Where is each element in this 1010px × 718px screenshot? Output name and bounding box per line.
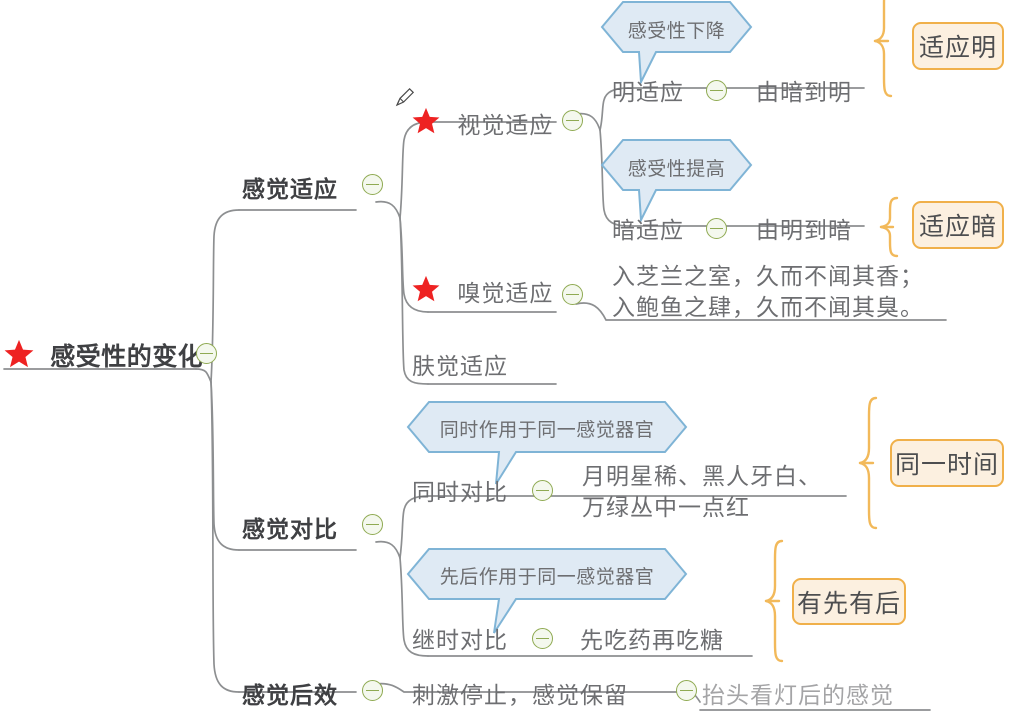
- node-label: 暗适应: [612, 218, 684, 244]
- toggle-visual-adaptation[interactable]: [562, 110, 583, 131]
- detail-label: 由暗到明: [756, 80, 852, 106]
- node-label: 明适应: [612, 80, 684, 106]
- node-label: 感觉后效: [242, 683, 338, 709]
- toggle-light-adaptation[interactable]: [706, 80, 727, 101]
- node-simultaneous-contrast[interactable]: 同时对比: [412, 473, 508, 507]
- light-adaptation-detail: 由暗到明: [756, 73, 852, 107]
- olfactory-example: 入芝兰之室，久而不闻其香； 入鲍鱼之肆，久而不闻其臭。: [612, 262, 924, 324]
- summary-label: 适应明: [918, 33, 997, 62]
- successive-contrast-detail: 先吃药再吃糖: [580, 621, 724, 655]
- summary-box-simultaneous-contrast[interactable]: 同一时间: [890, 439, 1004, 487]
- node-light-adaptation[interactable]: 明适应: [612, 73, 684, 107]
- olfactory-example-line-1: 入芝兰之室，久而不闻其香；: [612, 264, 924, 290]
- after-effect-example[interactable]: 抬头看灯后的感觉: [702, 676, 894, 710]
- node-label: 视觉适应: [457, 113, 554, 139]
- brace-group: [764, 0, 899, 663]
- summary-box-dark-adaptation[interactable]: 适应暗: [912, 201, 1004, 249]
- summary-label: 适应暗: [918, 212, 997, 241]
- red-star-icon: [412, 107, 442, 136]
- pencil-edit-icon[interactable]: [394, 86, 416, 108]
- olfactory-example-line-2: 入鲍鱼之肆，久而不闻其臭。: [612, 295, 924, 321]
- summary-label: 同一时间: [894, 450, 999, 479]
- toggle-sensory-adaptation[interactable]: [362, 174, 383, 195]
- node-sensory-adaptation[interactable]: 感觉适应: [242, 170, 338, 204]
- red-star-icon: [412, 275, 442, 304]
- dark-adaptation-detail: 由明到暗: [756, 211, 852, 245]
- toggle-olfactory-adaptation[interactable]: [562, 284, 583, 305]
- node-after-effect[interactable]: 感觉后效: [242, 676, 338, 710]
- detail-label: 先吃药再吃糖: [580, 628, 724, 654]
- node-label: 继时对比: [412, 628, 508, 654]
- summary-box-successive-contrast[interactable]: 有先有后: [792, 578, 906, 625]
- node-skin-adaptation[interactable]: 肤觉适应: [412, 347, 508, 381]
- node-visual-adaptation[interactable]: 视觉适应: [412, 106, 553, 140]
- summary-label: 有先有后: [796, 588, 901, 618]
- node-olfactory-adaptation[interactable]: 嗅觉适应: [412, 274, 553, 308]
- node-sensory-contrast[interactable]: 感觉对比: [242, 510, 338, 544]
- toggle-sensory-contrast[interactable]: [362, 514, 383, 535]
- node-label: 同时对比: [412, 480, 508, 506]
- example-label: 抬头看灯后的感觉: [702, 683, 894, 709]
- toggle-root[interactable]: [196, 343, 217, 364]
- toggle-simultaneous-contrast[interactable]: [532, 480, 553, 501]
- example-line-1: 月明星稀、黑人牙白、: [582, 464, 822, 490]
- node-label: 感觉适应: [242, 177, 338, 203]
- node-label: 肤觉适应: [412, 354, 508, 380]
- toggle-after-effect-detail[interactable]: [676, 680, 697, 701]
- node-label: 嗅觉适应: [457, 281, 554, 307]
- example-line-2: 万绿丛中一点红: [582, 495, 750, 521]
- node-dark-adaptation[interactable]: 暗适应: [612, 211, 684, 245]
- after-effect-detail[interactable]: 刺激停止，感觉保留: [412, 676, 628, 710]
- detail-label: 由明到暗: [756, 218, 852, 244]
- toggle-dark-adaptation[interactable]: [706, 218, 727, 239]
- root-label: 感受性的变化: [50, 342, 204, 371]
- toggle-successive-contrast[interactable]: [532, 628, 553, 649]
- summary-box-light-adaptation[interactable]: 适应明: [912, 22, 1004, 70]
- node-label: 感觉对比: [242, 517, 338, 543]
- simultaneous-contrast-example: 月明星稀、黑人牙白、 万绿丛中一点红: [582, 462, 822, 524]
- node-successive-contrast[interactable]: 继时对比: [412, 621, 508, 655]
- toggle-after-effect[interactable]: [362, 680, 383, 701]
- red-star-icon: [4, 339, 34, 368]
- detail-label: 刺激停止，感觉保留: [412, 683, 628, 709]
- root-node[interactable]: 感受性的变化: [4, 337, 203, 373]
